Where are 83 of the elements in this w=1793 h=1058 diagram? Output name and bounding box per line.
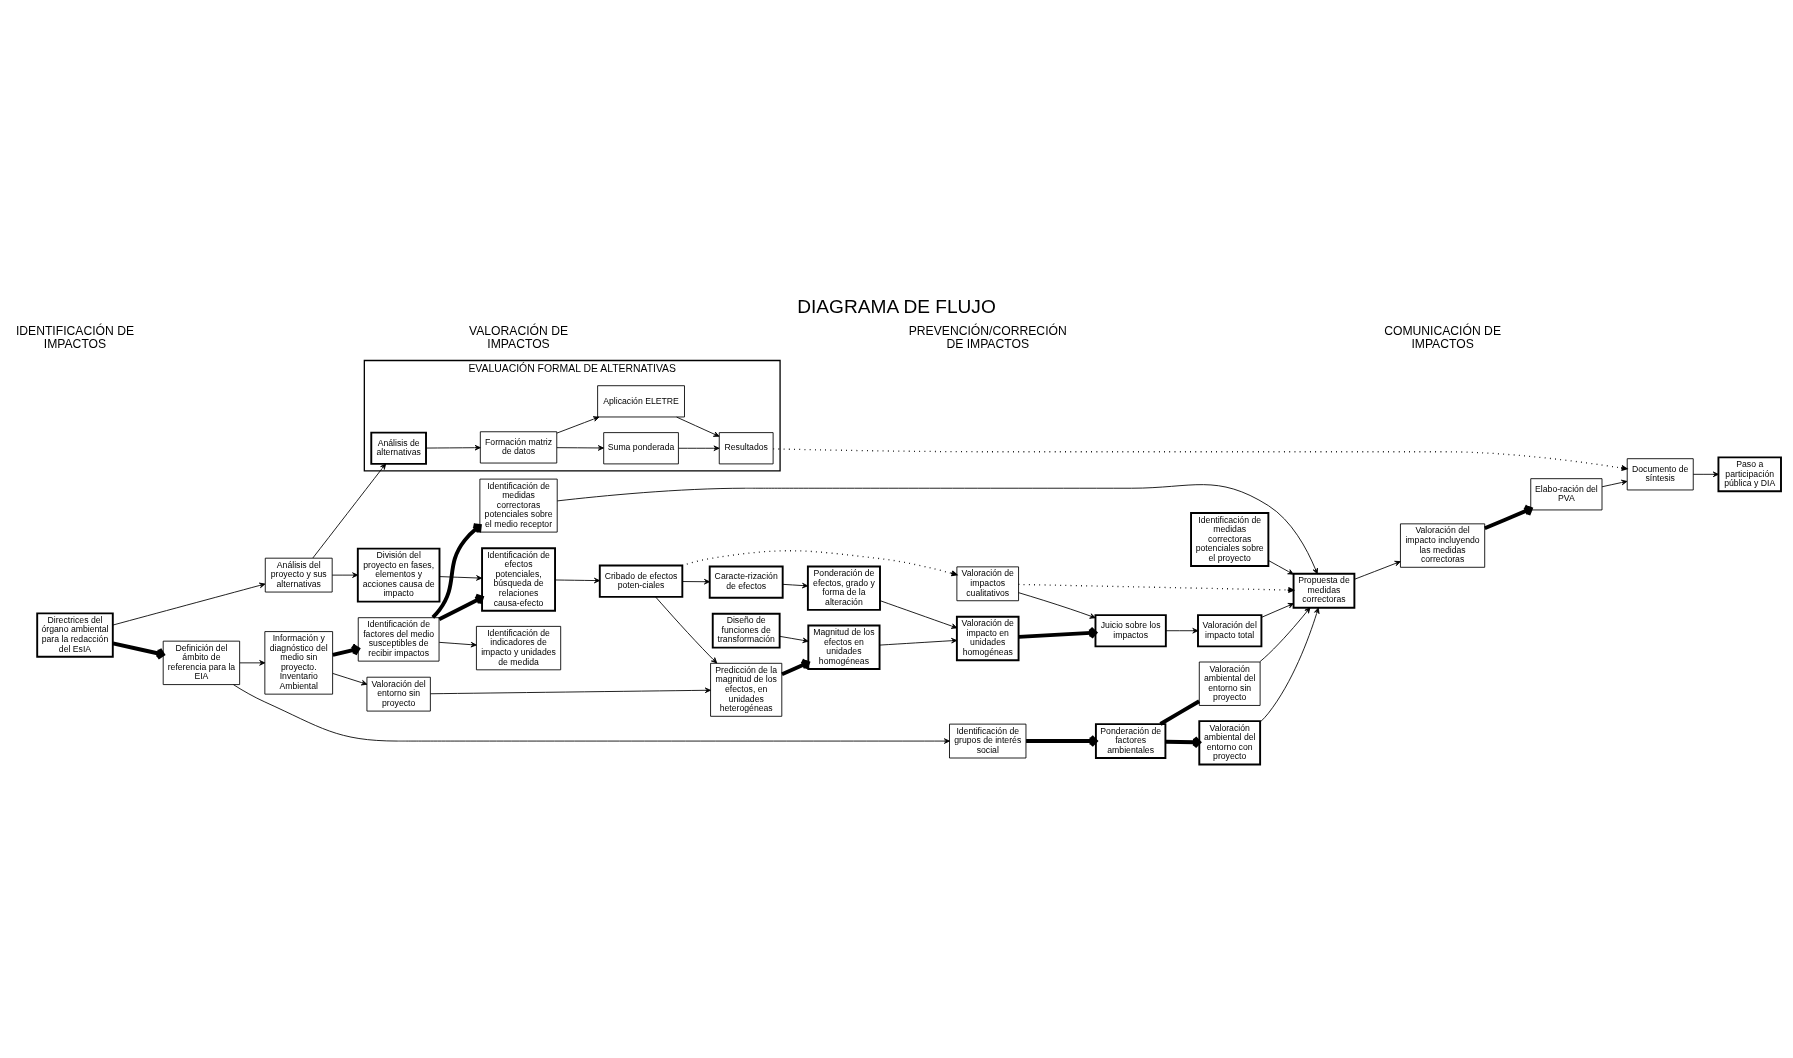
node-box: Cribado de efectos poten-ciales [598, 564, 684, 598]
arrow [1484, 504, 1533, 530]
node-box: Valoración ambiental del entorno sin proyecto [1198, 661, 1261, 706]
node-box: Identificación de indicadores de impacto y unidades de medida [475, 625, 562, 670]
arrow [332, 643, 361, 657]
arrow [430, 687, 711, 694]
node-box: Magnitud de los efectos en unidades homogéneas [807, 624, 881, 670]
label: COMUNICACIÓN DE IMPACTOS [1384, 323, 1501, 351]
arrow [112, 582, 266, 625]
arrow [1601, 479, 1628, 487]
arrow [1268, 559, 1294, 575]
node-box: Aplicación ELETRE [597, 384, 685, 417]
node-box: Predicción de la magnitud de los efectos, en unidades heterogéneas [710, 662, 783, 717]
node-box: Resultados [718, 431, 774, 464]
node-box: Información y diagnóstico del medio sin proyecto. Inventario Ambiental [264, 630, 334, 695]
arrow [331, 571, 359, 578]
arrow [678, 445, 720, 451]
arrow [554, 577, 600, 583]
arrow [239, 659, 266, 666]
arrow [439, 574, 483, 581]
node-box: Juicio sobre los impactos [1094, 613, 1167, 647]
connector [1159, 699, 1201, 726]
node-box: Análisis del proyecto y sus alternativas [264, 557, 333, 592]
node-box: Diseño de funciones de transformación [711, 612, 781, 649]
arrow [556, 444, 604, 451]
arrow [438, 641, 477, 647]
node-box: Análisis de alternativas [370, 431, 427, 465]
arrow [332, 672, 368, 685]
arrow [781, 658, 810, 676]
node-box: Directrices del órgano ambiental para la redacción del EsIA [36, 611, 114, 658]
arrow [556, 483, 1318, 574]
arrow [676, 416, 720, 437]
arrow [1259, 607, 1320, 722]
node-box: Identificación de medidas correctoras potenciales sobre el proyecto [1190, 511, 1270, 567]
arrow [1018, 591, 1096, 619]
arrow [1018, 626, 1098, 639]
label: IDENTIFICACIÓN DE IMPACTOS [15, 323, 135, 351]
node-box: Documento de síntesis [1626, 457, 1694, 490]
arrow [681, 549, 958, 576]
arrow [779, 635, 809, 643]
node-box: Suma ponderada [603, 431, 679, 464]
node-box: Valoración de impacto en unidades homogéneas [955, 615, 1020, 661]
arrow [425, 444, 481, 450]
node-box: Valoración del impacto incluyendo las medidas correctoras [1400, 522, 1486, 568]
arrow [438, 593, 484, 621]
arrow [682, 578, 710, 584]
node-box: Valoración ambiental del entorno con proyecto [1198, 719, 1262, 765]
label: VALORACIÓN DE IMPACTOS [469, 323, 569, 351]
diagram-title: DIAGRAMA DE FLUJO [797, 295, 996, 317]
arrow [1165, 627, 1199, 633]
node-box: Valoración del entorno sin proyecto [366, 676, 431, 712]
arrow [1354, 560, 1401, 580]
arrow [556, 415, 600, 433]
node-box: Identificación de factores del medio susceptibles de recibir impactos [357, 616, 440, 662]
node-box: Identificación de grupos de interés social [949, 723, 1027, 758]
arrow [1259, 606, 1311, 662]
arrow [655, 596, 718, 663]
arrow [1261, 602, 1294, 618]
arrow [312, 462, 387, 558]
node-box: División del proyecto en fases, elementos y acciones causa de impacto [356, 547, 441, 603]
node-box: Valoración de impactos cualitativos [956, 565, 1019, 601]
arrow [1692, 471, 1719, 477]
arrow [782, 582, 809, 588]
arrow [1026, 734, 1098, 747]
node-box: Caracte-rización de efectos [708, 564, 784, 599]
arrow [1165, 735, 1202, 749]
arrow [879, 599, 958, 629]
node-box: Ponderación de factores ambientales [1094, 722, 1167, 759]
node-box: Ponderación de efectos, grado y forma de la alteración [806, 564, 881, 611]
arrow [112, 640, 165, 660]
node-box: Elabo-ración del PVA [1530, 477, 1603, 510]
arrow [233, 683, 950, 744]
node-box: Identificación de medidas correctoras potenciales sobre el medio receptor [479, 478, 558, 533]
arrow [772, 447, 1628, 471]
node-box: Identificación de efectos potenciales, búsqueda de relaciones causa-efecto [481, 546, 556, 612]
node-box: Paso a participación pública y DIA [1717, 455, 1782, 492]
node-box: Definición del ámbito de referencia para la EIA [162, 640, 241, 685]
label: PREVENCIÓN/CORRECIÓN DE IMPACTOS [908, 323, 1067, 351]
arrow [879, 637, 958, 645]
node-box: Valoración del impacto total [1197, 613, 1263, 647]
node-box: Formación matriz de datos [479, 430, 558, 463]
node-box: Propuesta de medidas correctoras [1292, 572, 1356, 609]
arrow [431, 522, 482, 619]
